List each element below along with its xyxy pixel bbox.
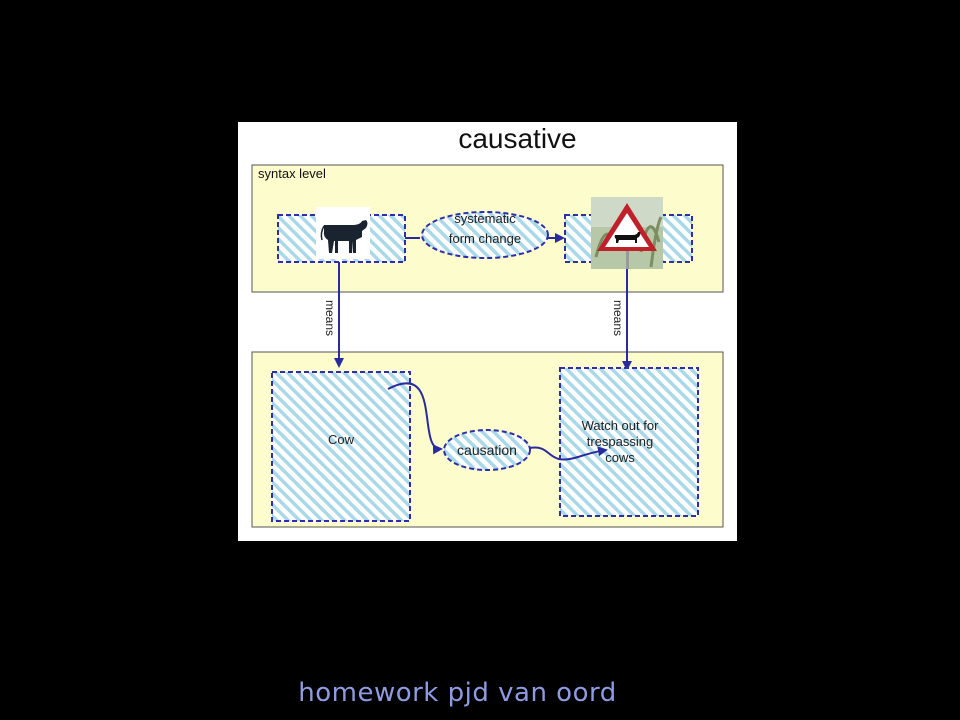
watch-out-line3: cows <box>605 450 635 465</box>
form-change-line2: form change <box>448 231 522 246</box>
watch-out-line2: trespassing <box>586 434 654 449</box>
arrow-cow-to-causation <box>387 382 443 455</box>
meaning-box-cow <box>271 371 411 522</box>
watch-out-line1: Watch out for <box>581 418 659 433</box>
means-label-left: means <box>323 300 337 336</box>
cow-label: Cow <box>327 432 354 447</box>
diagram-title: causative <box>458 123 577 154</box>
causation-label: causation <box>457 442 517 458</box>
form-change-text: systematic form change <box>425 211 545 247</box>
footer-credit: homework pjd van oord <box>298 678 617 708</box>
form-change-ellipse <box>421 211 549 259</box>
form-change-line1: systematic <box>454 211 516 226</box>
means-label-right: means <box>611 300 625 336</box>
cow-image <box>316 207 370 259</box>
meaning-box-watch <box>559 367 699 517</box>
watch-out-text: Watch out for trespassing cows <box>560 418 680 466</box>
diagram-canvas: means means <box>251 164 724 528</box>
causation-ellipse <box>443 429 531 471</box>
arrow-causation-to-watch <box>529 446 608 461</box>
diagram-slide: means means causative syntax level syste… <box>238 122 737 541</box>
syntax-level-label: syntax level <box>258 166 326 181</box>
warning-sign-cow-image <box>591 197 663 269</box>
